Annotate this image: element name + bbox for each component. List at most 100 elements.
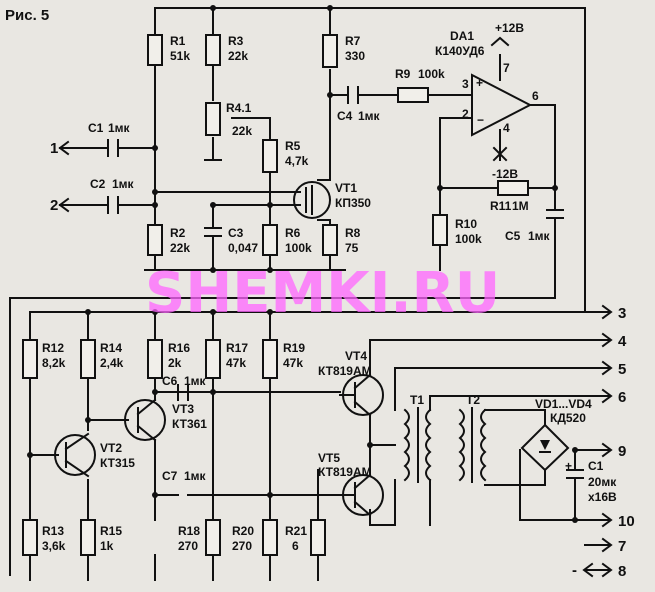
r9-ref: R9 [395, 67, 411, 81]
r8-value: 75 [345, 241, 359, 255]
transistors [54, 181, 384, 517]
r3-ref: R3 [228, 34, 244, 48]
vt1-body [293, 181, 331, 219]
minus-sign: - [572, 562, 577, 579]
figure-label: Рис. 5 [5, 7, 49, 24]
junctions [27, 5, 578, 523]
c1-value: 1мк [108, 121, 131, 135]
da1-pin-3: 3 [462, 77, 469, 91]
r15-body [80, 519, 96, 556]
r21-body [310, 519, 326, 556]
r6-value: 100k [285, 241, 312, 255]
r18-value: 270 [178, 539, 198, 553]
r7-body [322, 34, 338, 68]
resistors [22, 34, 529, 556]
r11-ref: R11 [490, 199, 512, 213]
r4-ref: R4.1 [226, 101, 252, 115]
vd-ref: VD1...VD4 [535, 397, 592, 411]
vd-type: КД520 [550, 411, 586, 425]
watermark: SHEMKI.RU [145, 261, 500, 326]
r20-body [262, 519, 278, 556]
r11-body [497, 180, 529, 196]
capacitors [107, 86, 584, 479]
r18-ref: R18 [178, 524, 200, 538]
vt3-type: КТ361 [172, 417, 207, 431]
r20-value: 270 [232, 539, 252, 553]
r10-value: 100k [455, 232, 482, 246]
labels: Рис. 5 R1 51k R3 22k R4.1 22k R5 4,7k R7… [5, 7, 635, 580]
r12-body [22, 339, 38, 379]
r5-body [262, 139, 278, 173]
r20-ref: R20 [232, 524, 254, 538]
vt4-ref: VT4 [345, 349, 367, 363]
r17-value: 47k [226, 356, 246, 370]
c1-ref: C1 [88, 121, 104, 135]
r19-body [262, 339, 278, 379]
c1b-ref: C1 [588, 459, 604, 473]
c5-value: 1мк [528, 229, 551, 243]
terminal-10: 10 [618, 513, 635, 530]
da1-ref: DA1 [450, 29, 474, 43]
r8-body [322, 224, 338, 256]
r1-ref: R1 [170, 34, 186, 48]
terminal-1: 1 [50, 140, 58, 157]
r13-ref: R13 [42, 524, 64, 538]
wires-top [9, 7, 586, 576]
terminal-5: 5 [618, 361, 626, 378]
r10-body [432, 214, 448, 246]
r3-body [205, 34, 221, 66]
r6-body [262, 224, 278, 256]
da1-minus-sign: − [477, 113, 484, 127]
vt1-ref: VT1 [335, 181, 357, 195]
c2-value: 1мк [112, 177, 135, 191]
r1-body [147, 34, 163, 66]
diode-bridge [520, 423, 570, 472]
opamp-da1 [471, 36, 533, 162]
da1-supply-pos: +12В [495, 21, 524, 35]
r4-value: 22k [232, 124, 252, 138]
vt2-body [54, 434, 96, 476]
r21-value: 6 [292, 539, 299, 553]
r7-value: 330 [345, 49, 365, 63]
r5-ref: R5 [285, 139, 301, 153]
transformers [403, 407, 570, 483]
vt2-ref: VT2 [100, 441, 122, 455]
r9-value: 100k [418, 67, 445, 81]
c5-ref: C5 [505, 229, 521, 243]
r21-ref: R21 [285, 524, 307, 538]
vt1-type: КП350 [335, 196, 371, 210]
t2-ref: T2 [466, 393, 480, 407]
r12-value: 8,2k [42, 356, 66, 370]
r14-value: 2,4k [100, 356, 124, 370]
c4-ref: C4 [337, 109, 353, 123]
terminal-8: 8 [618, 563, 626, 580]
wires-bottom [29, 311, 611, 581]
vt5-type: КТ819АМ [318, 465, 372, 479]
terminal-4: 4 [618, 333, 627, 350]
r4-body [205, 102, 221, 136]
da1-plus-sign: + [476, 76, 483, 90]
r16-body [147, 339, 163, 379]
r19-value: 47k [283, 356, 303, 370]
r2-ref: R2 [170, 226, 186, 240]
da1-pin-6: 6 [532, 89, 539, 103]
r2-body [147, 224, 163, 256]
r19-ref: R19 [283, 341, 305, 355]
c7-ref: C7 [162, 469, 178, 483]
c7-value: 1мк [184, 469, 207, 483]
da1-type: К140УД6 [435, 44, 485, 58]
c1b-plus-sign: + [565, 459, 572, 473]
r3-value: 22k [228, 49, 248, 63]
r14-ref: R14 [100, 341, 122, 355]
terminal-arrows [58, 140, 613, 578]
r18-body [205, 519, 221, 556]
r9-body [397, 87, 429, 103]
terminal-2: 2 [50, 197, 58, 214]
r15-ref: R15 [100, 524, 122, 538]
r15-value: 1k [100, 539, 114, 553]
r6-ref: R6 [285, 226, 301, 240]
r14-body [80, 339, 96, 379]
t1-ref: T1 [410, 393, 424, 407]
vt2-type: КТ315 [100, 456, 135, 470]
